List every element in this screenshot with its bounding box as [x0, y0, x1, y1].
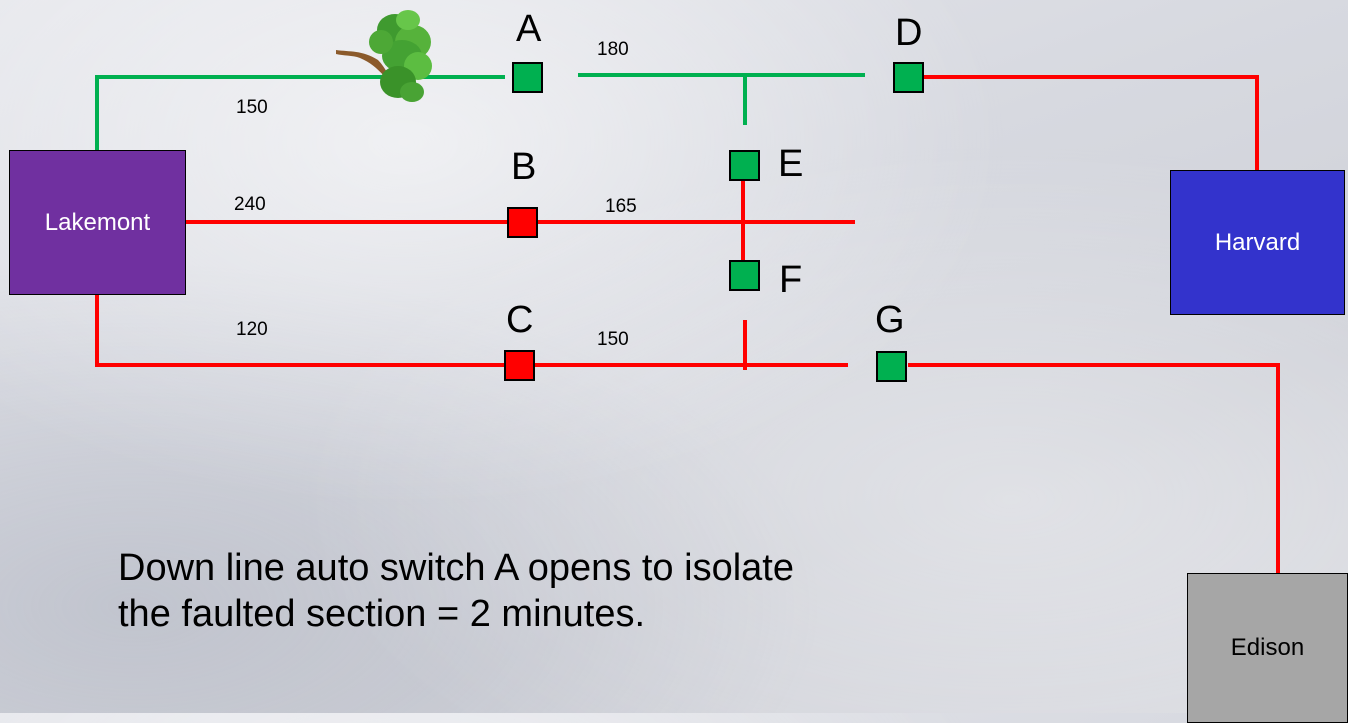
switch-g: [876, 351, 907, 382]
switch-a-label: A: [516, 8, 542, 50]
length-label-c-g: 150: [597, 329, 629, 350]
switch-b: [507, 207, 538, 238]
edison-substation: Edison: [1187, 573, 1348, 723]
lakemont-substation: Lakemont: [9, 150, 186, 295]
length-label-lakemont-c: 120: [236, 319, 268, 340]
length-label-lakemont-b: 240: [234, 194, 266, 215]
switch-d-label: D: [895, 12, 923, 54]
harvard-label: Harvard: [1214, 228, 1301, 256]
lakemont-label: Lakemont: [44, 208, 151, 236]
switch-e-label: E: [778, 143, 804, 185]
harvard-substation: Harvard: [1170, 170, 1345, 315]
switch-a: [512, 62, 543, 93]
feeder-line-lakemont-c: [95, 295, 848, 367]
feeder-line-g-edison: [908, 363, 1280, 573]
tree-icon: [336, 10, 432, 102]
feeder-line-d-harvard: [923, 75, 1259, 170]
switch-c: [504, 350, 535, 381]
switch-f-label: F: [779, 259, 803, 301]
feeder-line-lakemont-a: [95, 75, 505, 150]
switch-c-label: C: [506, 299, 534, 341]
switch-f: [729, 260, 760, 291]
switch-b-label: B: [511, 146, 537, 188]
length-label-lakemont-a: 150: [236, 97, 268, 118]
explanation-text: Down line auto switch A opens to isolate…: [118, 547, 794, 635]
length-label-b-e: 165: [605, 196, 637, 217]
switch-d: [893, 62, 924, 93]
switch-g-label: G: [875, 299, 905, 341]
length-label-a-d: 180: [597, 39, 629, 60]
switch-e: [729, 150, 760, 181]
edison-label: Edison: [1230, 634, 1305, 661]
